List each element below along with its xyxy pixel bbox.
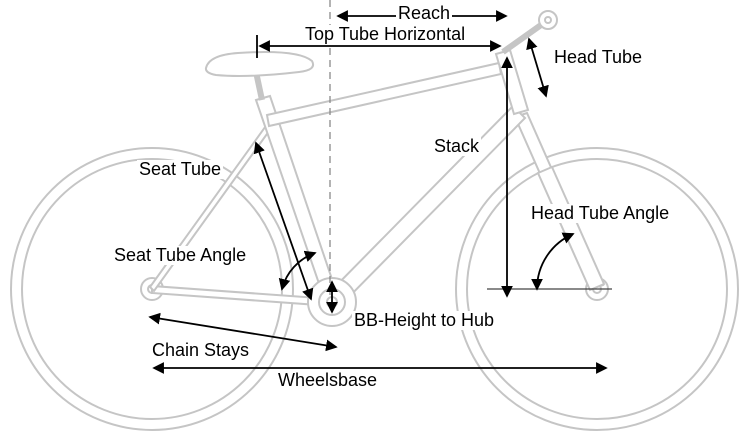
top-tube-horizontal-label: Top Tube Horizontal — [303, 24, 468, 44]
head-tube-angle-label: Head Tube Angle — [529, 203, 672, 223]
saddle-and-seatpost — [204, 51, 315, 101]
stack-label: Stack — [432, 136, 482, 156]
head-tube-shape — [494, 48, 530, 116]
head-tube-angle-arc — [531, 232, 575, 291]
measurement-arrows — [148, 10, 608, 374]
fork — [513, 111, 606, 292]
handlebar — [501, 10, 558, 55]
reach-label: Reach — [396, 3, 453, 23]
head-tube-arrow — [526, 37, 549, 98]
seat-tube-label: Seat Tube — [137, 159, 224, 179]
head-tube-label: Head Tube — [552, 47, 645, 67]
wheelsbase-label: Wheelsbase — [276, 370, 380, 390]
chain-stays-arrow — [148, 312, 338, 352]
seat-tube-angle-arc — [278, 250, 317, 291]
bb-height-to-hub-label: BB-Height to Hub — [352, 310, 497, 330]
seat-tube-angle-label: Seat Tube Angle — [112, 245, 249, 265]
chain-stays-label: Chain Stays — [150, 340, 252, 360]
